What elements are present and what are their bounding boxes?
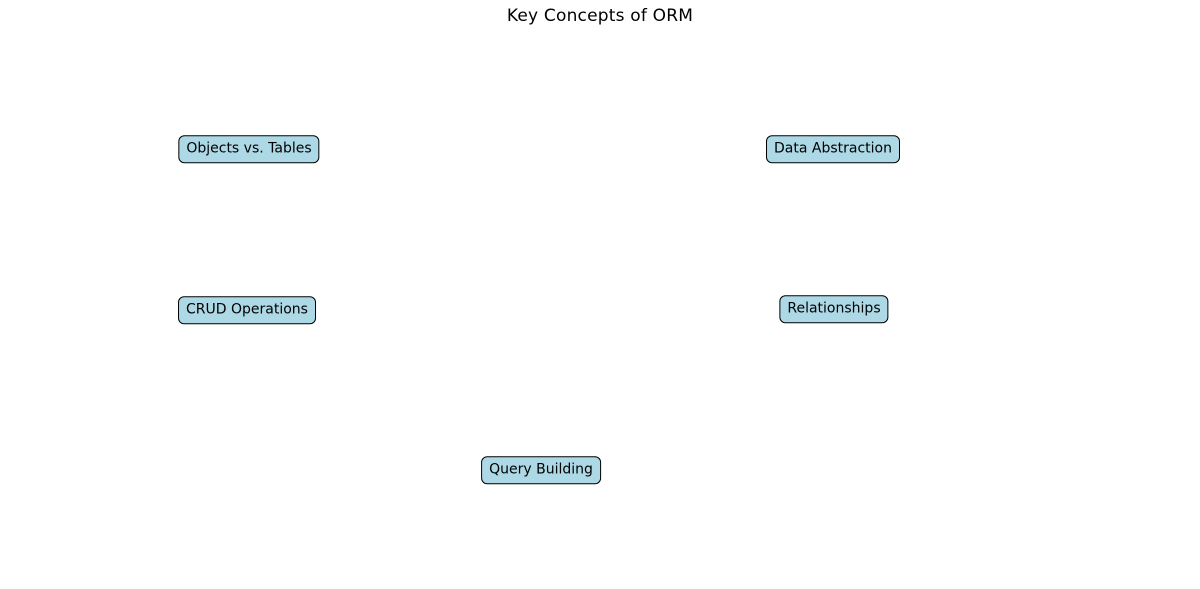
node-query-building: Query Building	[481, 456, 601, 484]
diagram-title: Key Concepts of ORM	[506, 6, 694, 26]
node-objects-vs-tables: Objects vs. Tables	[178, 135, 320, 163]
node-crud-operations: CRUD Operations	[178, 296, 316, 324]
node-relationships: Relationships	[779, 295, 889, 323]
node-data-abstraction: Data Abstraction	[766, 135, 900, 163]
